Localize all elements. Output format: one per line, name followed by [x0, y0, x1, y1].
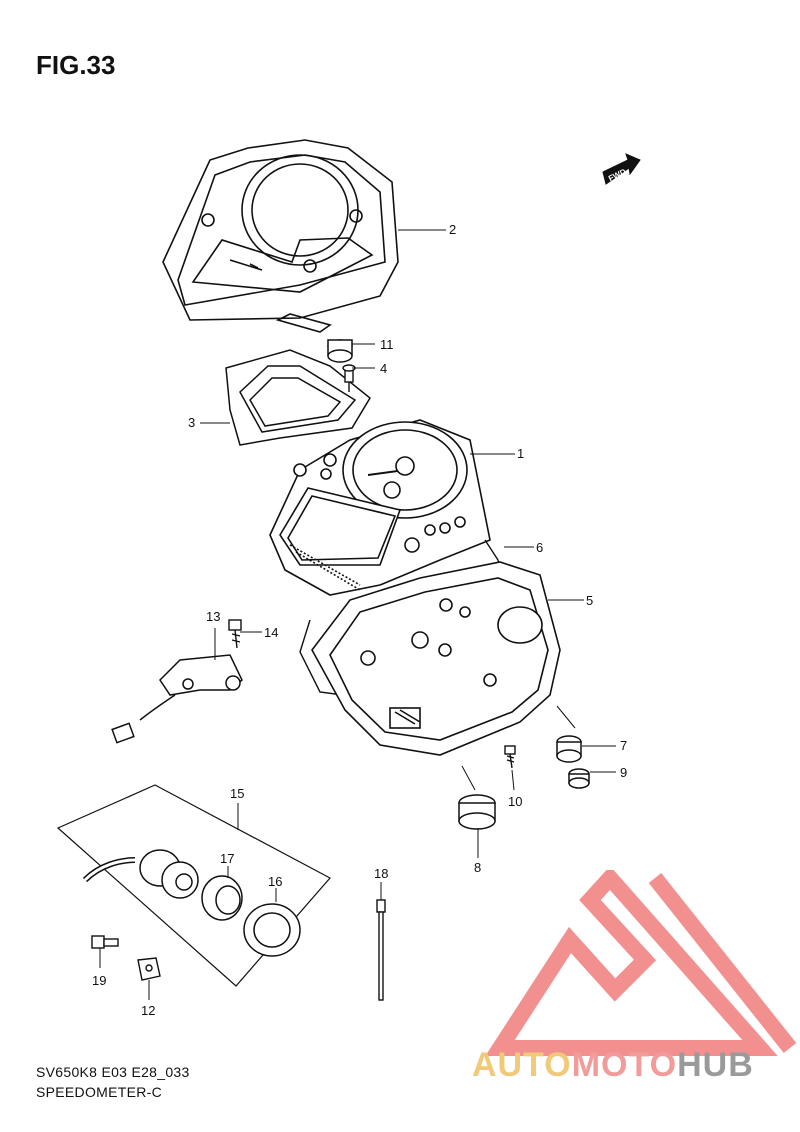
- cable-tie-part: [376, 899, 386, 1001]
- callout-7: 7: [620, 738, 627, 753]
- sensor-bolt-part: [228, 619, 242, 649]
- watermark-logo-icon: [485, 870, 797, 1056]
- callout-4: 4: [380, 361, 387, 376]
- grommet-part: [327, 339, 353, 363]
- callout-14: 14: [264, 625, 278, 640]
- callout-2: 2: [449, 222, 456, 237]
- collar-part: [568, 768, 590, 789]
- callout-15: 15: [230, 786, 244, 801]
- diagram-name: SPEEDOMETER-C: [36, 1084, 163, 1100]
- callout-5: 5: [586, 593, 593, 608]
- damper-part: [556, 735, 582, 763]
- diagram-code: SV650K8 E03 E28_033: [36, 1064, 190, 1080]
- watermark-moto: MOTO: [571, 1046, 678, 1084]
- kit-boundary: [56, 784, 331, 987]
- callout-6: 6: [536, 540, 543, 555]
- callout-11: 11: [380, 337, 394, 352]
- cushion-part: [458, 794, 496, 830]
- callout-19: 19: [92, 973, 106, 988]
- callout-10: 10: [508, 794, 522, 809]
- callout-18: 18: [374, 866, 388, 881]
- sensor-part: [111, 654, 243, 744]
- meter-cover-part: [162, 139, 399, 333]
- callout-12: 12: [141, 1003, 155, 1018]
- lower-case-part: [311, 561, 561, 756]
- callout-1: 1: [517, 446, 524, 461]
- meter-lens-part: [225, 349, 371, 446]
- callout-8: 8: [474, 860, 481, 875]
- bulb-holder-part: [201, 875, 243, 921]
- callout-numbers: 1 2 3 4 5 6 7 8 9 10 11 12 13 14 15 16 1…: [92, 222, 627, 1018]
- clip-part: [137, 957, 161, 981]
- leader-lines: [99, 229, 616, 1000]
- watermark-auto: AUTO: [472, 1046, 572, 1084]
- figure-title: FIG.33: [36, 50, 116, 80]
- watermark-hub: HUB: [677, 1046, 754, 1084]
- callout-9: 9: [620, 765, 627, 780]
- lamp-ring-part: [243, 903, 301, 957]
- callout-13: 13: [206, 609, 220, 624]
- callout-16: 16: [268, 874, 282, 889]
- callout-17: 17: [220, 851, 234, 866]
- meter-assembly-part: [269, 419, 491, 596]
- socket-part: [82, 849, 199, 899]
- watermark-brand: AUTOMOTOHUB: [472, 1046, 754, 1085]
- small-bolt-part: [91, 935, 119, 949]
- fwd-arrow-icon: FWD: [602, 153, 641, 185]
- bolt-part: [504, 745, 516, 769]
- callout-3: 3: [188, 415, 195, 430]
